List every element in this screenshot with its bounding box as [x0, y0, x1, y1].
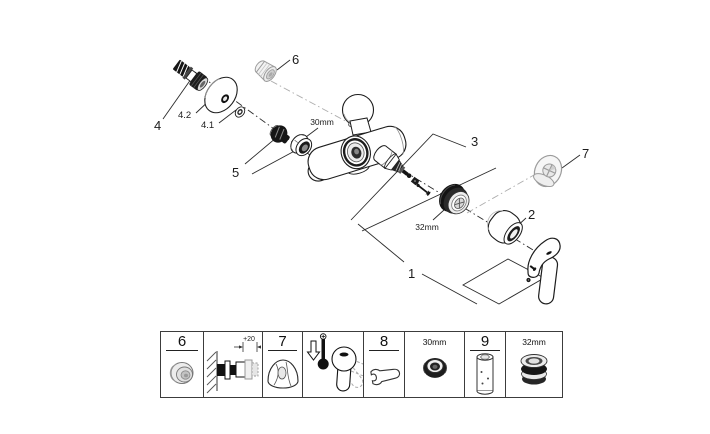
part-cap-accessory — [254, 60, 277, 82]
part-screw — [416, 183, 431, 196]
legend-cell-part6: 6 — [161, 332, 204, 397]
part-handle-cap — [486, 210, 523, 245]
label-part1: 1 — [408, 266, 415, 281]
part-aerator-ring — [290, 133, 313, 157]
label-dim-30mm: 30mm — [310, 117, 334, 127]
axis-accessory-cap — [270, 80, 352, 125]
part-union-fitting — [173, 59, 209, 91]
leader-30mm — [305, 127, 319, 138]
legend-number: 7 — [278, 333, 287, 350]
bracket-part1-a — [357, 223, 405, 263]
handle-indicator-dot — [546, 251, 552, 255]
label-part6: 6 — [292, 52, 299, 67]
bracket-part1-b — [421, 273, 478, 305]
label-part5: 5 — [232, 165, 239, 180]
legend-cell-part8: 8 — [364, 332, 405, 397]
part-temp-stop — [410, 176, 420, 186]
label-part3: 3 — [471, 134, 478, 149]
legend-number: 8 — [379, 333, 389, 350]
temperature-limiter-icon — [306, 333, 363, 392]
cap-part-icon — [169, 362, 194, 384]
legend-number: 9 — [480, 333, 490, 350]
extension-tube-icon — [476, 353, 494, 395]
leader-32mm — [432, 209, 445, 221]
wrench-icon — [370, 368, 401, 386]
diagram-labels: 6 4 4.2 4.1 5 30mm 3 32mm 2 7 1 — [154, 52, 589, 281]
part-fixing-screws — [526, 265, 537, 283]
legend-dimension: 32mm — [522, 337, 546, 347]
legend-dimension: 30mm — [422, 337, 447, 347]
label-part4-2: 4.2 — [178, 110, 191, 121]
legend-underline — [267, 350, 298, 351]
leader-part6 — [276, 59, 291, 71]
wall-union-extension-icon: +20 — [206, 336, 261, 394]
legend-underline — [166, 350, 198, 351]
legend-number: 6 — [177, 333, 187, 350]
leader-part7 — [561, 154, 581, 169]
part-lever-handle — [527, 237, 561, 305]
legend-cell-32mm: 32mm — [506, 332, 562, 397]
legend-cell-30mm: 30mm — [405, 332, 465, 397]
seal-ring-stack-icon — [520, 354, 548, 385]
nut-icon — [422, 358, 447, 379]
part-escutcheon — [204, 76, 238, 114]
legend-cell-extension: +20 — [204, 332, 263, 397]
part-faucet-body — [307, 93, 407, 182]
legend-underline — [368, 350, 400, 351]
bracket-part3-b — [361, 167, 497, 232]
label-dim-32mm: 32mm — [415, 222, 439, 232]
part-washer — [234, 106, 246, 118]
dome-escutcheon-icon — [266, 359, 299, 389]
part-cartridge — [373, 145, 412, 178]
part-cartridge-nut — [439, 183, 470, 215]
label-part4-1: 4.1 — [201, 120, 214, 131]
label-part4: 4 — [154, 118, 161, 133]
label-part2: 2 — [528, 207, 535, 222]
leader-part4-1 — [218, 109, 237, 124]
legend-cell-part7: 7 — [263, 332, 303, 397]
legend-strip: 6 +20 — [160, 331, 563, 398]
label-part7: 7 — [582, 146, 589, 161]
exploded-diagram: 6 4 4.2 4.1 5 30mm 3 32mm 2 7 1 — [154, 52, 589, 305]
legend-extension-dim: +20 — [243, 336, 255, 343]
part-aerator-insert — [269, 124, 290, 144]
legend-cell-part9: 9 — [465, 332, 506, 397]
legend-underline — [469, 350, 501, 351]
bracket-part3-a — [350, 133, 467, 221]
part-dome-accessory — [533, 154, 563, 188]
legend-cell-temperature-limiter — [303, 332, 364, 397]
